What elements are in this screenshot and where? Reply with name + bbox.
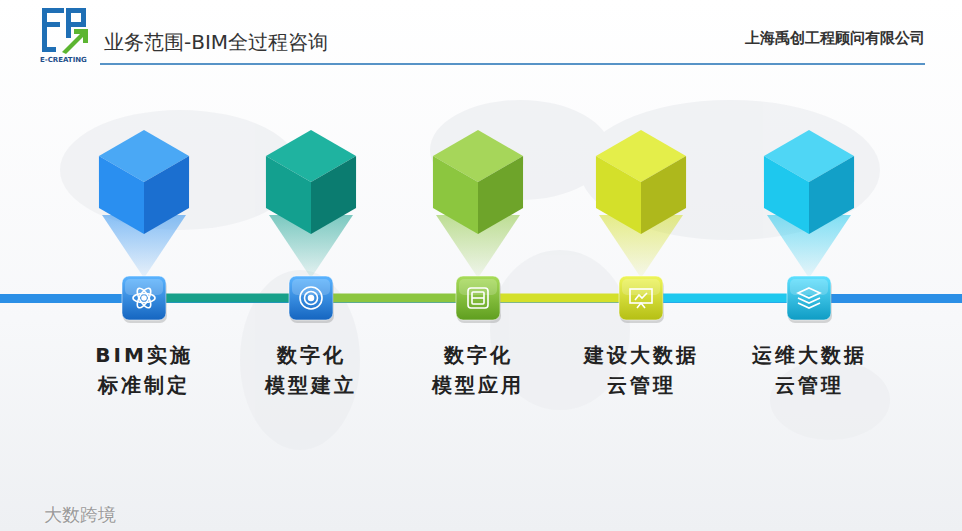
icon-square [787,276,832,323]
header-rule [100,63,925,65]
step-node: 运维大数据 云管理 [787,276,831,320]
step-node: 数字化 模型应用 [456,276,500,320]
cube [764,130,854,234]
cube [433,130,523,234]
world-map-watermark [60,100,890,450]
icon-square [122,276,167,323]
timeline-segment [663,294,787,303]
company-name: 上海禹创工程顾问有限公司 [745,29,925,48]
cube [266,130,356,234]
timeline-segment [500,294,619,303]
step-label: 数字化 模型应用 [432,340,524,400]
icon-square [289,276,334,323]
cube [596,130,686,234]
step-label: 建设大数据 云管理 [584,340,699,400]
logo-caption: E-CREATING [40,56,87,64]
step-label: 数字化 模型建立 [265,340,357,400]
page-title: 业务范围-BIM全过程咨询 [104,29,328,56]
icon-square [456,276,501,323]
timeline-segment [166,294,289,303]
icon-square [619,276,664,323]
company-logo [42,8,88,54]
cube [99,130,189,234]
step-node: BIM实施 标准制定 [122,276,166,320]
step-label: BIM实施 标准制定 [95,340,193,400]
source-watermark: 大数跨境 [44,503,116,527]
timeline-segment [333,294,456,303]
step-label: 运维大数据 云管理 [752,340,867,400]
step-node: 建设大数据 云管理 [619,276,663,320]
step-node: 数字化 模型建立 [289,276,333,320]
